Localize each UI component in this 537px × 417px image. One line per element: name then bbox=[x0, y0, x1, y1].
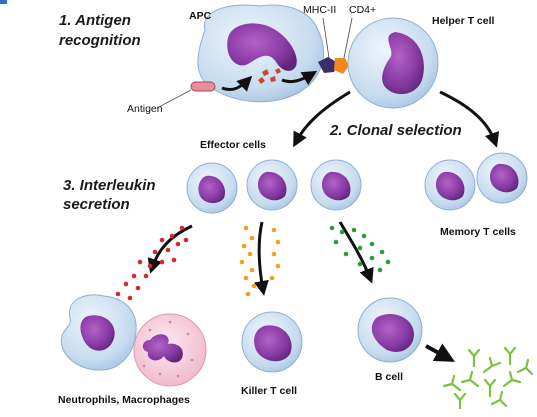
killer-t-label: Killer T cell bbox=[241, 385, 298, 397]
arrow-to-antibodies bbox=[425, 343, 456, 362]
memory-t-cell-2 bbox=[476, 152, 528, 204]
apc-cell bbox=[197, 4, 325, 103]
b-cell-label: B cell bbox=[375, 371, 404, 383]
helper-t-cell bbox=[347, 17, 439, 109]
mhc2-label: MHC-II bbox=[303, 4, 337, 16]
neutrophils-macrophages-label: Neutrophils, Macrophages bbox=[58, 394, 190, 406]
receptor-complex bbox=[318, 17, 353, 74]
antigen-fragments bbox=[258, 68, 281, 84]
apc-label: APC bbox=[189, 10, 212, 22]
antibodies bbox=[442, 346, 534, 410]
arrow-to-memory bbox=[439, 90, 500, 148]
step-1-title-line1: 1. Antigen bbox=[59, 12, 131, 29]
antigen-label: Antigen bbox=[127, 103, 163, 115]
killer-t-cell bbox=[241, 311, 303, 373]
interleukin-green-dots bbox=[329, 225, 391, 273]
memory-t-label: Memory T cells bbox=[440, 226, 516, 238]
helper-t-label: Helper T cell bbox=[432, 15, 495, 27]
interleukin-orange-dots bbox=[239, 225, 281, 297]
antigen-capsule bbox=[156, 70, 318, 109]
step-3-title-line1: 3. Interleukin bbox=[63, 177, 156, 194]
step-3-title-line2: secretion bbox=[63, 196, 130, 213]
macrophage-cell bbox=[133, 313, 207, 387]
effector-cell-3 bbox=[310, 159, 362, 211]
effector-cell-2 bbox=[246, 159, 298, 211]
step-2-title: 2. Clonal selection bbox=[330, 122, 462, 139]
arrow-to-phagocytes bbox=[147, 224, 193, 274]
memory-t-cell-1 bbox=[424, 159, 476, 211]
cd4-label: CD4+ bbox=[349, 4, 377, 16]
arrow-to-b-cell bbox=[338, 221, 374, 284]
interleukin-red-dots bbox=[115, 225, 189, 301]
arrow-to-effector bbox=[293, 90, 351, 148]
effector-cell-1 bbox=[186, 162, 238, 214]
arrow-to-killer-t bbox=[254, 221, 269, 296]
corner-mark bbox=[0, 0, 7, 4]
step-1-title-line2: recognition bbox=[59, 32, 141, 49]
b-cell bbox=[357, 297, 423, 363]
effector-cells-label: Effector cells bbox=[200, 139, 266, 151]
neutrophil-cell bbox=[60, 294, 137, 371]
